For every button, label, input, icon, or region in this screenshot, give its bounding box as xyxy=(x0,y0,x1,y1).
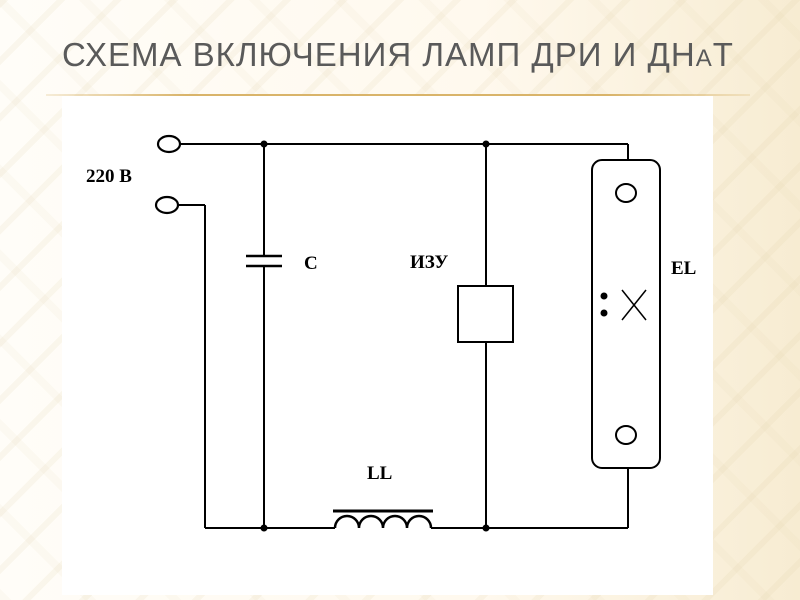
junction-dot xyxy=(260,524,268,532)
terminal-2-icon xyxy=(154,195,180,215)
title-underline xyxy=(46,94,750,96)
title-small-letter: А xyxy=(695,45,713,72)
junction-dot xyxy=(482,140,490,148)
title-end: Т xyxy=(712,36,734,73)
capacitor-icon xyxy=(246,254,282,268)
choke-label: LL xyxy=(367,463,392,484)
capacitor-label: С xyxy=(304,253,318,274)
lamp-dot-icon xyxy=(600,292,608,300)
supply-voltage-label: 220 В xyxy=(86,166,132,187)
igniter-label: ИЗУ xyxy=(410,252,448,273)
lamp-cross-icon xyxy=(621,289,647,321)
choke-coil-icon xyxy=(333,514,433,529)
junction-dot xyxy=(482,524,490,532)
lamp-electrode-bottom-icon xyxy=(615,425,637,445)
igniter-box-icon xyxy=(457,285,514,343)
title-main: СХЕМА ВКЛЮЧЕНИЯ ЛАМП ДРИ И ДН xyxy=(62,36,696,73)
slide-title: СХЕМА ВКЛЮЧЕНИЯ ЛАМП ДРИ И ДНАТ xyxy=(62,36,734,74)
terminal-1-icon xyxy=(156,134,182,154)
lamp-electrode-top-icon xyxy=(615,183,637,203)
lamp-dot-icon xyxy=(600,309,608,317)
junction-dot xyxy=(260,140,268,148)
lamp-label: EL xyxy=(671,258,696,279)
